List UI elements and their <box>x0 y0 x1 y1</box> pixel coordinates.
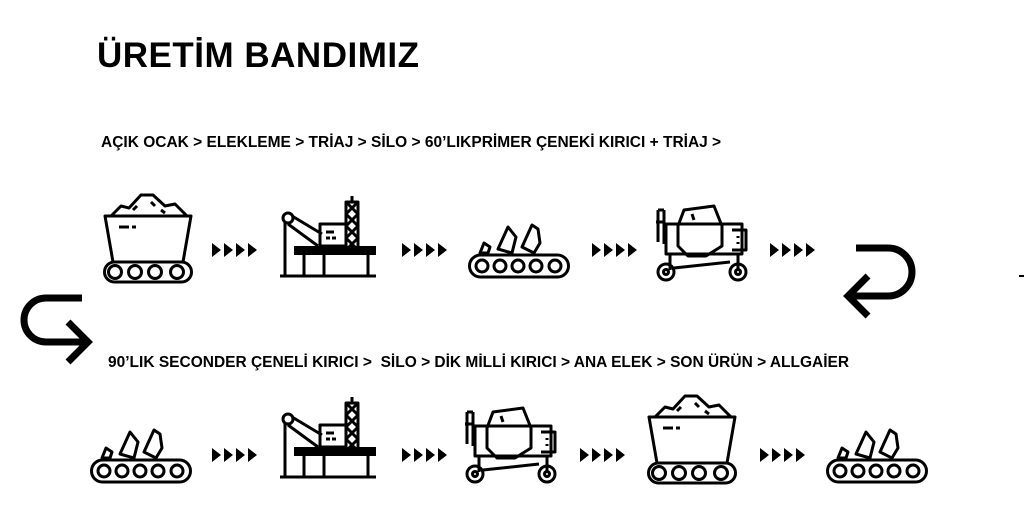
continue-arrow-icon <box>20 294 93 365</box>
chevron-arrows-icon <box>402 241 448 259</box>
chevron-arrows-icon <box>212 446 258 464</box>
page-title: ÜRETİM BANDIMIZ <box>97 36 420 75</box>
process-flow-line-2: 90’LIK SECONDER ÇENELİ KIRICI > SİLO > D… <box>108 354 850 371</box>
drilling-rig-icon <box>278 397 378 479</box>
chevron-arrows-icon <box>760 446 806 464</box>
mine-cart-icon <box>103 192 193 284</box>
chevron-arrows-icon <box>592 241 638 259</box>
conveyor-icon <box>468 223 570 279</box>
chevron-arrows-icon <box>580 446 626 464</box>
crusher-mixer-icon <box>654 202 750 282</box>
mine-cart-icon <box>647 393 737 485</box>
edge-mark <box>1019 275 1024 277</box>
process-flow-line-1: AÇIK OCAK > ELEKLEME > TRİAJ > SİLO > 60… <box>101 134 722 151</box>
conveyor-icon <box>826 428 928 484</box>
crusher-mixer-icon <box>463 404 559 484</box>
chevron-arrows-icon <box>212 241 258 259</box>
chevron-arrows-icon <box>770 241 816 259</box>
return-arrow-icon <box>843 244 916 319</box>
conveyor-icon <box>90 428 192 484</box>
drilling-rig-icon <box>278 196 378 278</box>
chevron-arrows-icon <box>402 446 448 464</box>
